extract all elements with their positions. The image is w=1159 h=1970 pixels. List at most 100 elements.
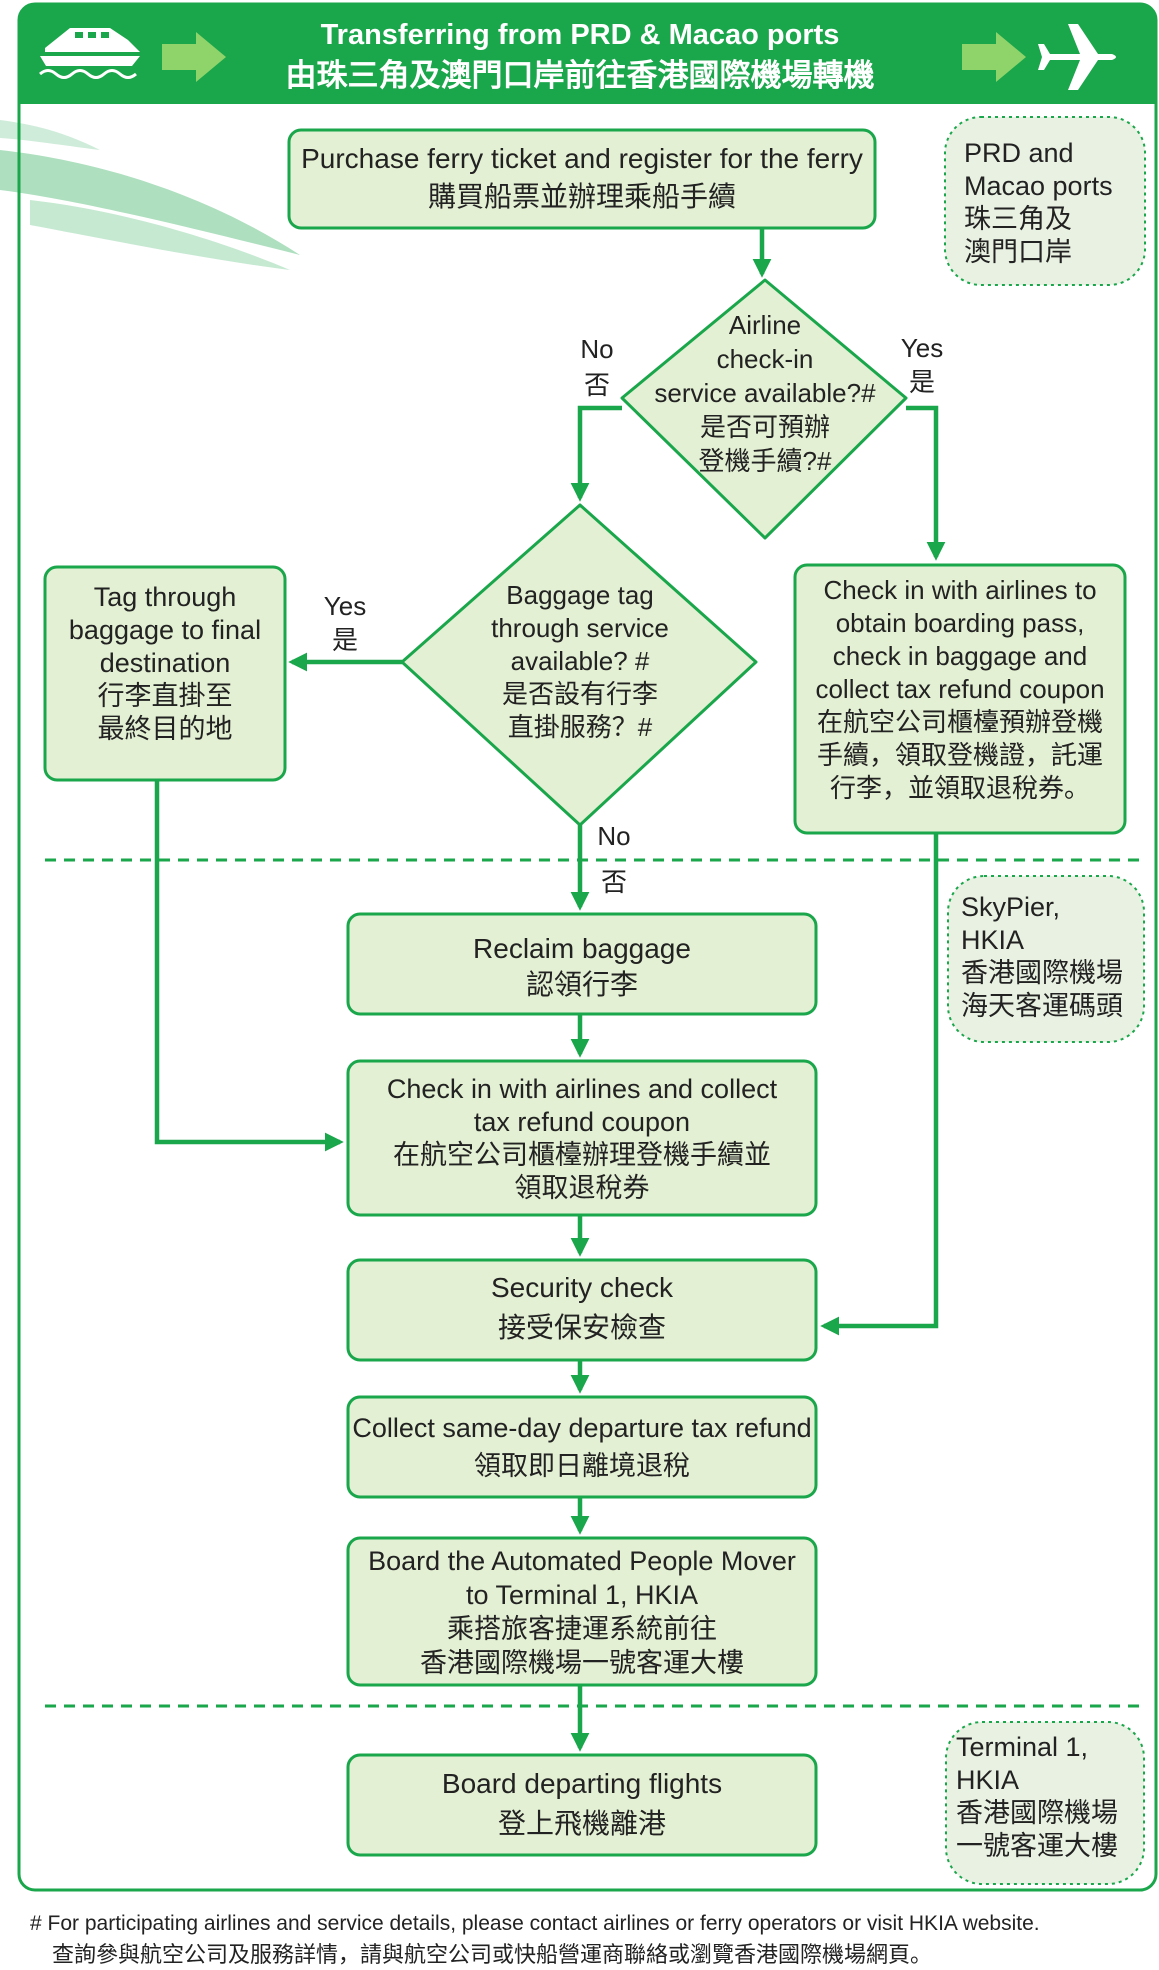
connectors bbox=[154, 228, 946, 1752]
branch-label-airline-no: No 否 bbox=[580, 334, 613, 400]
branch-label-baggage-no-line: 否 bbox=[601, 867, 627, 897]
step-refund-box bbox=[346, 1395, 818, 1499]
step-reclaim-label-line: Reclaim baggage bbox=[473, 933, 691, 964]
header-title-en: Transferring from PRD & Macao ports bbox=[321, 19, 840, 51]
zone-cloud-terminal bbox=[945, 1721, 1145, 1885]
step-apm-label-line: 香港國際機場一號客運大樓 bbox=[420, 1648, 744, 1678]
zone-label-terminal-line: 一號客運大樓 bbox=[956, 1831, 1118, 1861]
zone-label-prd-line: PRD and bbox=[964, 138, 1074, 168]
zone-label-prd-line: 澳門口岸 bbox=[964, 237, 1072, 267]
step-tag-through-label-line: 最終目的地 bbox=[98, 714, 233, 744]
footnote-zh: 查詢參與航空公司及服務詳情，請與航空公司或快船營運商聯絡或瀏覽香港國際機場網頁。 bbox=[52, 1942, 932, 1967]
step-board-box bbox=[346, 1753, 818, 1857]
brush-decoration bbox=[0, 120, 300, 270]
decision-airline-label-line: check-in bbox=[717, 344, 814, 374]
step-check-in-hkia-label-line: Check in with airlines and collect bbox=[387, 1074, 778, 1104]
step-check-in-hkia-label-line: 領取退稅券 bbox=[515, 1173, 650, 1203]
branch-label-baggage-yes-line: 是 bbox=[332, 625, 358, 655]
step-check-in-prd-box bbox=[793, 563, 1127, 835]
arrow-icon bbox=[962, 32, 1026, 82]
decision-airline-diamond bbox=[620, 278, 908, 540]
step-tag-through-box bbox=[43, 565, 287, 782]
step-check-in-hkia-label-line: 在航空公司櫃檯辦理登機手續並 bbox=[393, 1140, 771, 1170]
decision-baggage-label-line: available? # bbox=[511, 646, 650, 676]
decision-airline-label: Airline check-in service available?# 是否可預辦登… bbox=[654, 310, 876, 476]
decision-airline-label-line: 是否可預辦 bbox=[700, 412, 830, 442]
step-reclaim-label: Reclaim baggage 認領行李 bbox=[473, 933, 691, 1000]
zone-label-prd-line: Macao ports bbox=[964, 171, 1113, 201]
step-refund-label-line: Collect same-day departure tax refund bbox=[352, 1413, 811, 1443]
zone-label-terminal-line: HKIA bbox=[956, 1765, 1019, 1795]
step-purchase-label-line: 購買船票並辦理乘船手續 bbox=[428, 181, 736, 212]
footnote-en: # For participating airlines and service… bbox=[30, 1912, 1040, 1935]
step-board-label: Board departing flights 登上飛機離港 bbox=[442, 1768, 722, 1839]
step-apm-label-line: Board the Automated People Mover bbox=[368, 1546, 796, 1576]
step-check-in-prd-label-line: collect tax refund coupon bbox=[815, 674, 1104, 704]
branch-label-airline-no-line: No bbox=[580, 334, 613, 364]
ferry-icon bbox=[39, 28, 140, 79]
zone-label-prd-line: 珠三角及 bbox=[964, 204, 1072, 234]
header-title-zh: 由珠三角及澳門口岸前往香港國際機場轉機 bbox=[286, 58, 875, 93]
decision-airline-label-line: service available?# bbox=[654, 378, 876, 408]
step-security-label-line: Security check bbox=[491, 1272, 674, 1303]
zone-cloud-prd bbox=[944, 116, 1146, 286]
zone-cloud-skypier bbox=[947, 875, 1145, 1043]
branch-label-baggage-no-line: No bbox=[597, 821, 630, 851]
step-check-in-prd-label-line: obtain boarding pass, bbox=[836, 608, 1085, 638]
decision-baggage-label-line: Baggage tag bbox=[506, 580, 653, 610]
step-check-in-prd-label-line: check in baggage and bbox=[833, 641, 1087, 671]
step-check-in-prd-label-line: 在航空公司櫃檯預辦登機 bbox=[817, 707, 1103, 737]
step-tag-through-label-line: 行李直掛至 bbox=[98, 681, 233, 711]
airplane-icon bbox=[1038, 24, 1116, 90]
step-apm-label-line: to Terminal 1, HKIA bbox=[466, 1580, 698, 1610]
branch-label-baggage-no: No 否 bbox=[597, 821, 630, 897]
step-purchase-label: Purchase ferry ticket and register for t… bbox=[301, 143, 863, 212]
header-bar: Transferring from PRD & Macao ports 由珠三角… bbox=[19, 4, 1156, 104]
branch-label-airline-yes-line: Yes bbox=[901, 333, 943, 363]
step-board-label-line: 登上飛機離港 bbox=[498, 1808, 666, 1839]
step-tag-through-label-line: baggage to final bbox=[69, 615, 261, 645]
zone-label-terminal-line: 香港國際機場 bbox=[956, 1798, 1118, 1828]
zone-label-skypier-line: SkyPier, bbox=[961, 892, 1060, 922]
decision-airline-label-line: 登機手續?# bbox=[699, 446, 832, 476]
step-board-label-line: Board departing flights bbox=[442, 1768, 722, 1799]
zone-label-skypier-line: HKIA bbox=[961, 925, 1024, 955]
decision-baggage-label-line: through service bbox=[491, 613, 669, 643]
step-check-in-hkia-label-line: tax refund coupon bbox=[474, 1107, 690, 1137]
step-check-in-prd-label-line: Check in with airlines to bbox=[823, 575, 1096, 605]
step-reclaim-label-line: 認領行李 bbox=[526, 969, 638, 1000]
branch-label-airline-yes-line: 是 bbox=[909, 367, 935, 397]
branch-label-baggage-yes-line: Yes bbox=[324, 591, 366, 621]
step-apm-label-line: 乘搭旅客捷運系統前往 bbox=[447, 1614, 717, 1644]
zone-label-skypier-line: 海天客運碼頭 bbox=[961, 991, 1123, 1021]
zone-label-skypier-line: 香港國際機場 bbox=[961, 958, 1123, 988]
branch-label-baggage-yes: Yes 是 bbox=[324, 591, 366, 655]
step-security-label: Security check 接受保安檢查 bbox=[491, 1272, 674, 1343]
step-purchase-label-line: Purchase ferry ticket and register for t… bbox=[301, 143, 863, 174]
step-check-in-prd-label-line: 行李，並領取退稅券。 bbox=[830, 773, 1090, 803]
arrow-icon bbox=[162, 32, 226, 82]
branch-label-airline-no-line: 否 bbox=[584, 370, 610, 400]
branch-label-airline-yes: Yes 是 bbox=[901, 333, 943, 397]
step-apm-label: Board the Automated People Mover to Termi… bbox=[368, 1546, 796, 1678]
decision-baggage-label-line: 是否設有行李 bbox=[502, 679, 658, 709]
step-check-in-prd-label-line: 手續，領取登機證，託運 bbox=[817, 740, 1103, 770]
decision-baggage-label-line: 直掛服務？# bbox=[508, 712, 653, 742]
step-purchase-box bbox=[287, 128, 877, 230]
step-tag-through-label-line: Tag through bbox=[94, 582, 237, 612]
zone-label-terminal-line: Terminal 1, bbox=[956, 1732, 1088, 1762]
step-tag-through-label-line: destination bbox=[100, 648, 231, 678]
decision-airline-label-line: Airline bbox=[729, 310, 801, 340]
step-security-label-line: 接受保安檢查 bbox=[498, 1312, 666, 1343]
step-refund-label: Collect same-day departure tax refund 領取即… bbox=[352, 1413, 811, 1481]
step-refund-label-line: 領取即日離境退稅 bbox=[474, 1451, 690, 1481]
